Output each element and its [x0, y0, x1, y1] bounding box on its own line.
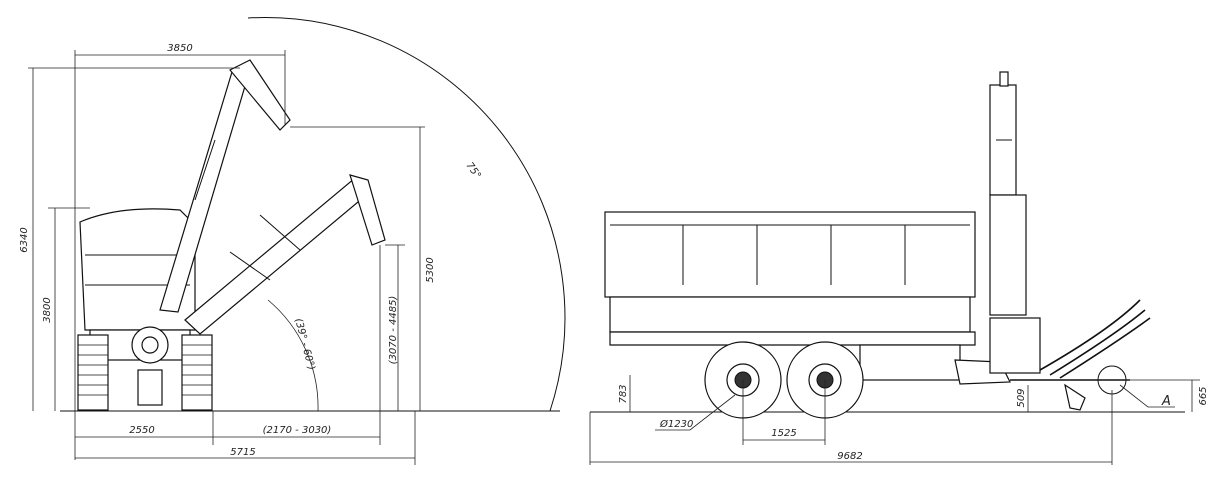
dim-angle-range: (39° - 60°)	[292, 317, 316, 371]
dim-axle-spacing: 1525	[771, 428, 796, 439]
dim-spout-height: 5300	[425, 257, 436, 282]
dim-hitch-low: 509	[1016, 388, 1027, 407]
dim-total-height: 6340	[19, 227, 30, 252]
dim-total-reach: 5715	[230, 447, 255, 458]
max-angle-arc	[247, 17, 566, 412]
dim-half-width: 2550	[129, 425, 154, 436]
front-view: 3850 6340 3800 75° 5300 (3070 - 4485) (3…	[19, 17, 566, 465]
dim-wheel-diameter: Ø1230	[659, 418, 693, 430]
cart-side-body	[604, 211, 1151, 411]
dim-body-height: 3800	[42, 297, 53, 322]
dim-reach-range: (2170 - 3030)	[263, 425, 332, 436]
dim-hitch-height: 665	[1198, 386, 1209, 405]
dim-total-length: 9682	[837, 451, 862, 462]
auger-raised	[159, 59, 291, 313]
wheels	[704, 341, 864, 419]
dim-angle-max: 75°	[464, 160, 483, 181]
dim-top-width: 3850	[167, 43, 192, 54]
dim-ground-clearance: 783	[618, 384, 629, 403]
unloading-auger-side	[989, 71, 1027, 316]
auger-lowered	[184, 174, 386, 335]
dim-spout-height-range: (3070 - 4485)	[388, 296, 399, 365]
side-view: 783 Ø1230 1525 9682 509 665 A	[589, 71, 1209, 465]
detail-callout-label: A	[1161, 394, 1171, 409]
